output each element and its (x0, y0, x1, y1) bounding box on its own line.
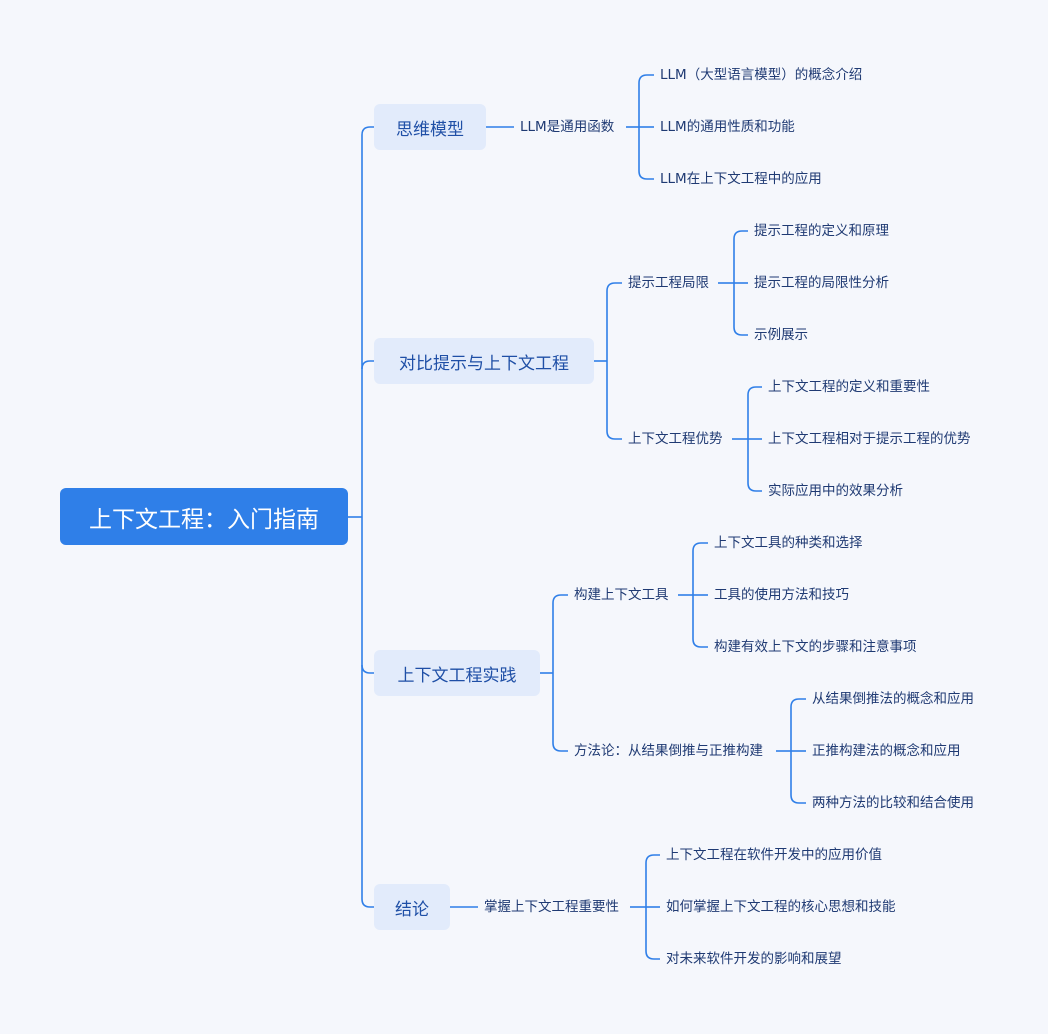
leaf-forward-method[interactable]: 正推构建法的概念和应用 (812, 743, 961, 759)
root-branches-link-3 (361, 898, 374, 908)
branch-thinking-model[interactable]: 思维模型 (374, 104, 486, 150)
b2s1-leaves-link-0 (733, 230, 748, 240)
leaf-context-advantage[interactable]: 上下文工程相对于提示工程的优势 (768, 431, 971, 447)
leaf-tool-types[interactable]: 上下文工具的种类和选择 (714, 535, 863, 551)
leaf-llm-application[interactable]: LLM在上下文工程中的应用 (660, 171, 822, 187)
root-branches-link-0 (361, 126, 374, 136)
b2s2-leaves-link-2 (747, 482, 762, 492)
sub-context-advantages[interactable]: 上下文工程优势 (628, 431, 723, 447)
b2s1-leaves-link-2 (733, 326, 748, 336)
b3s2-leaves-link-0 (790, 698, 806, 708)
sub-build-tools[interactable]: 构建上下文工具 (574, 587, 669, 603)
leaf-context-definition[interactable]: 上下文工程的定义和重要性 (768, 379, 930, 395)
leaf-prompt-limitations[interactable]: 提示工程的局限性分析 (754, 275, 889, 291)
leaf-llm-concept[interactable]: LLM（大型语言模型）的概念介绍 (660, 67, 863, 83)
root-branches-link-2 (361, 664, 374, 674)
b4-leaves-link-2 (645, 950, 660, 960)
leaf-future-impact[interactable]: 对未来软件开发的影响和展望 (666, 951, 842, 967)
sub-master-importance[interactable]: 掌握上下文工程重要性 (484, 899, 619, 915)
b2-subs-link-0 (606, 282, 622, 292)
leaf-prompt-definition[interactable]: 提示工程的定义和原理 (754, 223, 889, 239)
leaf-master-skills[interactable]: 如何掌握上下文工程的核心思想和技能 (666, 899, 896, 915)
leaf-build-steps[interactable]: 构建有效上下文的步骤和注意事项 (714, 639, 917, 655)
root-branches-link-1 (361, 360, 374, 370)
b1-leaves-link-0 (638, 74, 654, 84)
b2s2-leaves-link-0 (747, 386, 762, 396)
leaf-application-value[interactable]: 上下文工程在软件开发中的应用价值 (666, 847, 882, 863)
sub-methodology[interactable]: 方法论：从结果倒推与正推构建 (574, 743, 763, 759)
sub-prompt-limits[interactable]: 提示工程局限 (628, 275, 709, 291)
b3s1-leaves-link-2 (692, 638, 708, 648)
b3s2-leaves-link-2 (790, 794, 806, 804)
b1-leaves-link-2 (638, 170, 654, 180)
b3-subs-link-0 (552, 594, 568, 604)
leaf-backward-method[interactable]: 从结果倒推法的概念和应用 (812, 691, 974, 707)
root-node[interactable]: 上下文工程：入门指南 (60, 488, 348, 545)
leaf-llm-universal-nature[interactable]: LLM的通用性质和功能 (660, 119, 795, 135)
leaf-method-comparison[interactable]: 两种方法的比较和结合使用 (812, 795, 974, 811)
b2-subs-link-1 (606, 430, 622, 440)
b4-leaves-link-0 (645, 854, 660, 864)
b3-subs-link-1 (552, 742, 568, 752)
branch-context-practice[interactable]: 上下文工程实践 (374, 650, 540, 696)
sub-llm-universal-function[interactable]: LLM是通用函数 (520, 119, 615, 135)
branch-conclusion[interactable]: 结论 (374, 884, 450, 930)
b3s1-leaves-link-0 (692, 542, 708, 552)
leaf-examples[interactable]: 示例展示 (754, 327, 808, 343)
leaf-tool-usage[interactable]: 工具的使用方法和技巧 (714, 587, 849, 603)
branch-prompt-vs-context[interactable]: 对比提示与上下文工程 (374, 338, 594, 384)
leaf-effect-analysis[interactable]: 实际应用中的效果分析 (768, 483, 903, 499)
